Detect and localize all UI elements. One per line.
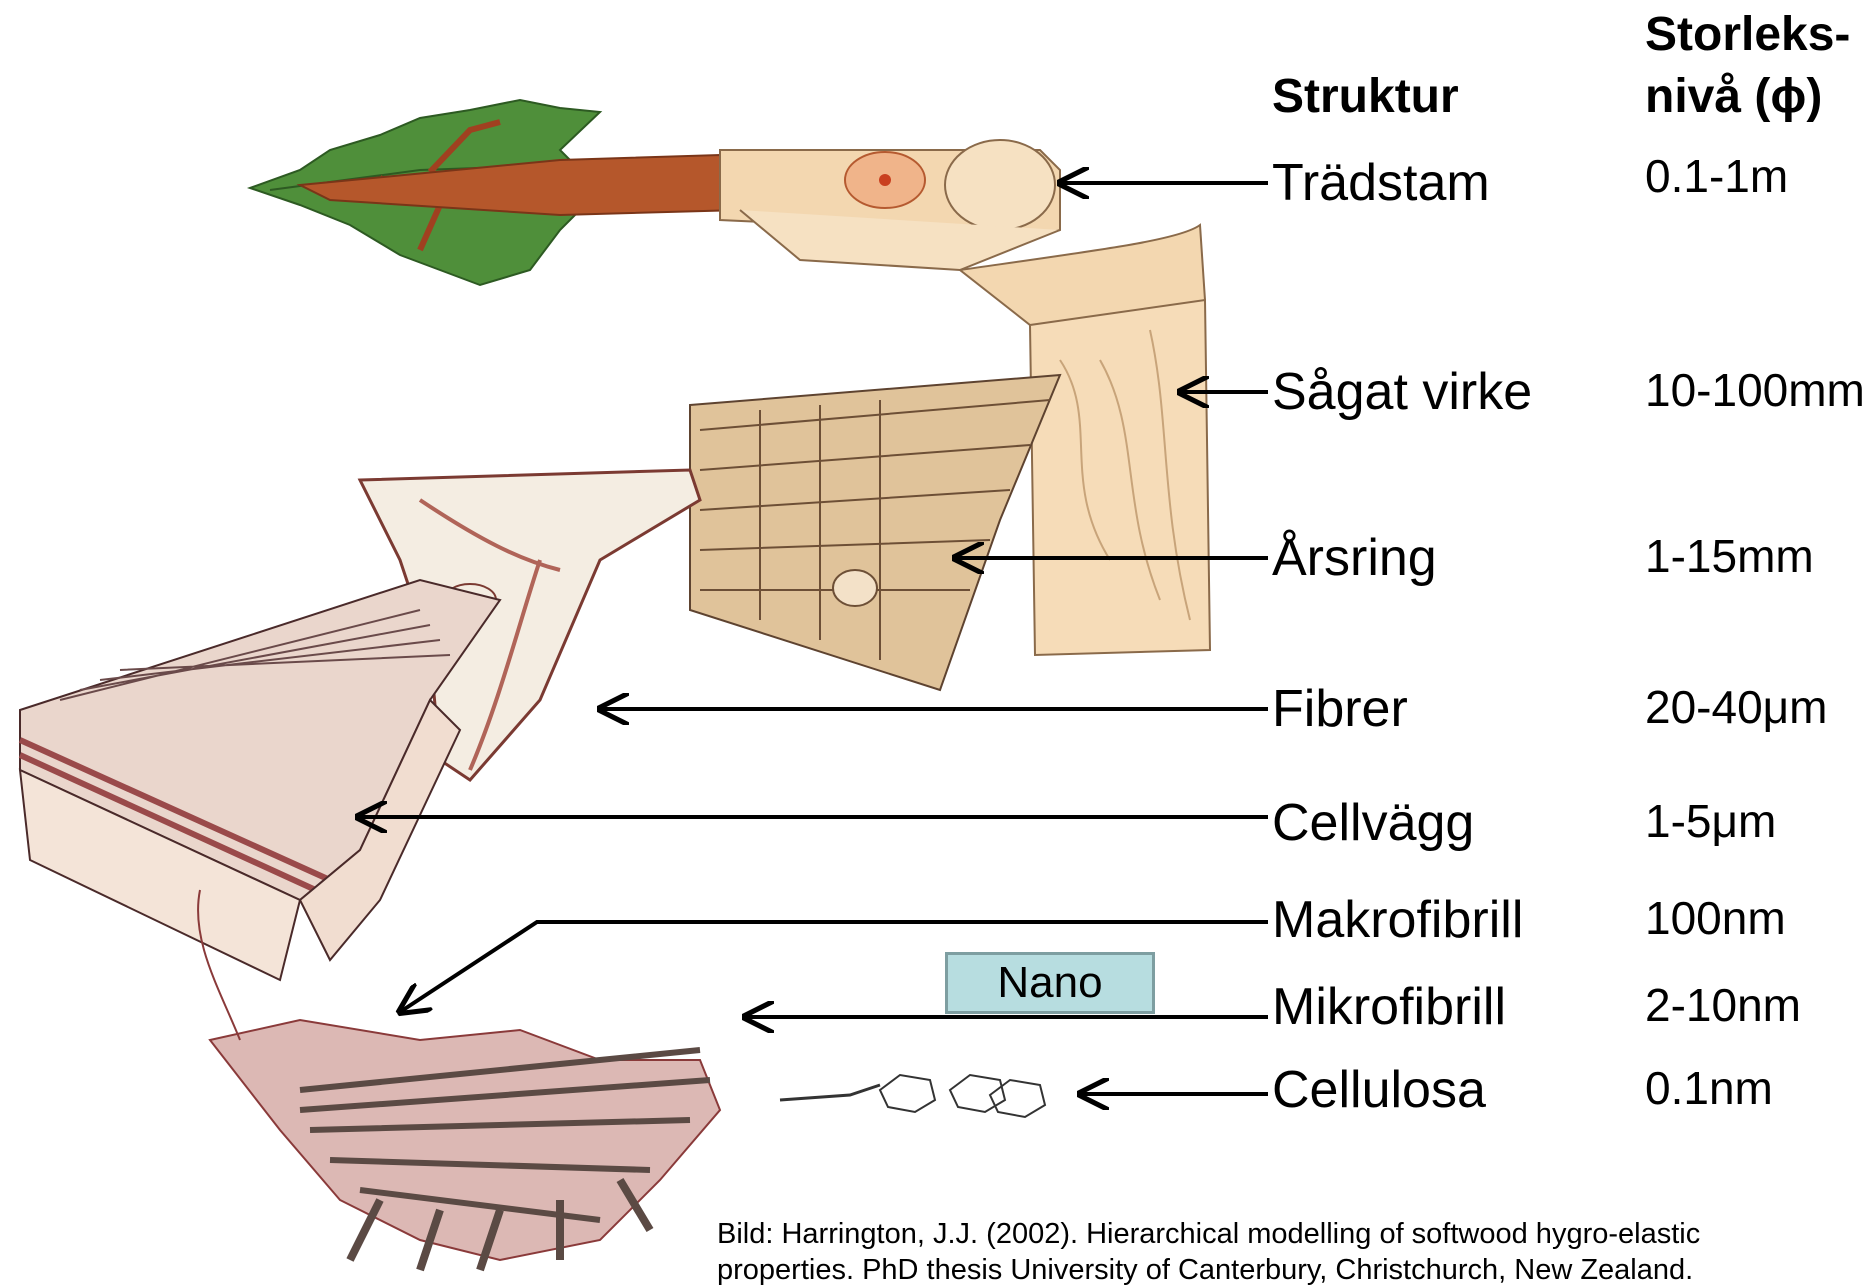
citation-line-2: properties. PhD thesis University of Can…: [717, 1252, 1867, 1288]
annual-ring-illustration: [690, 375, 1060, 690]
tree-trunk-illustration: [250, 100, 1060, 285]
size-arsring: 1-15mm: [1645, 528, 1814, 584]
label-sagat-virke: Sågat virke: [1272, 362, 1532, 422]
size-cellulosa: 0.1nm: [1645, 1060, 1773, 1116]
label-cellulosa: Cellulosa: [1272, 1060, 1486, 1120]
label-tradstam: Trädstam: [1272, 153, 1490, 213]
size-cellvagg: 1-5μm: [1645, 793, 1776, 849]
size-tradstam: 0.1-1m: [1645, 148, 1788, 204]
header-size-line1: Storleks-: [1645, 8, 1850, 62]
cell-wall-illustration: [20, 580, 500, 980]
cellulose-chain-illustration: [780, 1075, 1045, 1117]
label-cellvagg: Cellvägg: [1272, 793, 1474, 853]
label-fibrer: Fibrer: [1272, 679, 1408, 739]
nano-badge: Nano: [945, 952, 1155, 1014]
label-arsring: Årsring: [1272, 528, 1437, 588]
label-makrofibrill: Makrofibrill: [1272, 890, 1523, 950]
header-structure: Struktur: [1272, 70, 1459, 124]
size-makrofibrill: 100nm: [1645, 890, 1786, 946]
size-fibrer: 20-40μm: [1645, 679, 1827, 735]
citation-line-1: Bild: Harrington, J.J. (2002). Hierarchi…: [717, 1216, 1867, 1252]
size-mikrofibrill: 2-10nm: [1645, 977, 1801, 1033]
size-sagat-virke: 10-100mm: [1645, 362, 1865, 418]
citation: Bild: Harrington, J.J. (2002). Hierarchi…: [717, 1216, 1867, 1288]
header-size-line2: nivå (ϕ): [1645, 70, 1822, 124]
label-mikrofibrill: Mikrofibrill: [1272, 977, 1506, 1037]
